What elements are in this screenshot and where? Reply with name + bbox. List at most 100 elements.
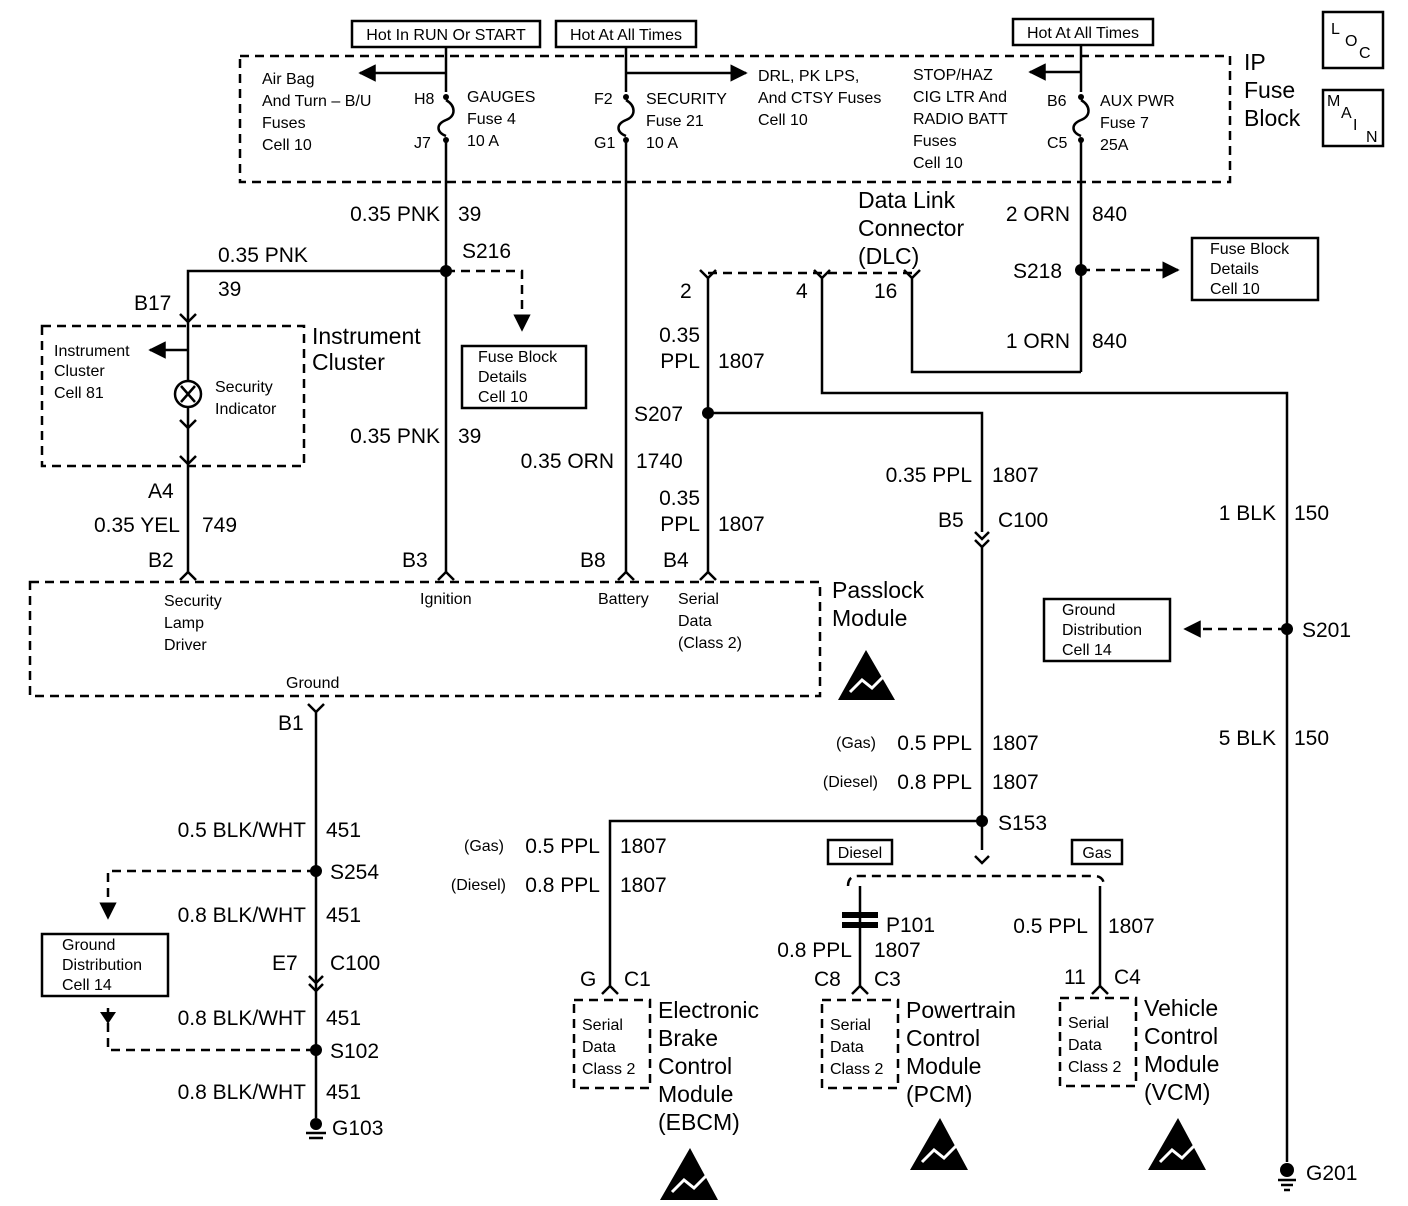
wire-label-gauge: 0.35 PNK [350, 203, 440, 226]
diagram-label: Module [1144, 1051, 1219, 1077]
diagram-label: 2 ORN [1006, 203, 1070, 226]
diagram-label: (PCM) [906, 1081, 972, 1107]
connector-p101: P101 [886, 914, 935, 937]
vcm-outline [1058, 996, 1138, 1088]
diagram-label: 150 [1294, 727, 1329, 750]
ip-fuse-block-outline [238, 54, 1232, 184]
splice-s102 [310, 1044, 322, 1056]
connector-c100-2: C100 [330, 952, 380, 975]
diagram-label: 0.8 BLK/WHT [178, 1007, 307, 1030]
diagram-label: STOP/HAZ [913, 67, 993, 84]
diagram-label: 5 BLK [1219, 727, 1276, 750]
diagram-label: 1 ORN [1006, 330, 1070, 353]
airbag-fuses-ref: Air Bag And Turn – B/U Fuses Cell 10 [262, 71, 371, 154]
ground-distribution-ref-2: Ground Distribution Cell 14 [40, 932, 170, 998]
diagram-label: 0.8 PPL [777, 939, 852, 962]
diagram-label: Gas [1082, 845, 1111, 862]
instrument-cluster-title: Instrument Cluster [312, 323, 421, 375]
diagram-label: S216 [462, 240, 511, 263]
diagram-label: Cell 81 [54, 385, 104, 402]
pcm-serial-label: Serial Data Class 2 [830, 1017, 883, 1078]
connector-p101-icon [842, 912, 878, 928]
diagram-label: (Diesel) [823, 774, 878, 791]
diagram-label: 10 A [646, 135, 678, 152]
diagram-label: 0.5 PPL [1013, 915, 1088, 938]
diagram-label: (Class 2) [678, 635, 742, 652]
diagram-label: Class 2 [830, 1061, 883, 1078]
diagram-label: GAUGES [467, 89, 535, 106]
diesel-variant-badge: Diesel [826, 838, 894, 866]
diagram-label: Hot At All Times [1027, 25, 1139, 42]
diagram-label: Control [658, 1053, 732, 1079]
diagram-label: And CTSY Fuses [758, 90, 881, 107]
diagram-label: Class 2 [1068, 1059, 1121, 1076]
diagram-label: Fuses [262, 115, 306, 132]
diagram-label: Brake [658, 1025, 718, 1051]
ebcm-outline [572, 998, 652, 1090]
diagram-label: Module [658, 1081, 733, 1107]
diagram-label: 0.35 PNK [350, 425, 440, 448]
main-badge: M A I N [1321, 88, 1385, 148]
diagram-label: 0.8 PPL [897, 771, 972, 794]
diagram-label: S254 [330, 861, 379, 884]
diagram-label: (DLC) [858, 243, 919, 269]
diagram-label: 10 A [467, 133, 499, 150]
pin-b4: B4 [663, 549, 689, 572]
pin-c8: C8 [814, 968, 841, 991]
security-indicator-label: Security Indicator [215, 379, 277, 418]
connector-c1: C1 [624, 968, 651, 991]
diagram-label: Connector [858, 215, 964, 241]
loc-badge: L O C [1321, 10, 1385, 70]
diagram-label: (Diesel) [451, 877, 506, 894]
diagram-label: Distribution [1062, 622, 1142, 639]
diagram-label: IP [1244, 49, 1266, 75]
diagram-label: 39 [458, 425, 481, 448]
diagram-label: Security [164, 593, 222, 610]
diagram-label: Powertrain [906, 997, 1016, 1023]
diagram-label: Serial [582, 1017, 623, 1034]
passlock-module-outline [28, 580, 822, 698]
diagram-label: Diesel [838, 845, 882, 862]
diagram-label: C [1359, 45, 1371, 62]
diagram-label: And Turn – B/U [262, 93, 371, 110]
diagram-label: Security [215, 379, 273, 396]
diagram-label: Cell 14 [62, 977, 112, 994]
vcm-serial-label: Serial Data Class 2 [1068, 1015, 1121, 1076]
diagram-label: Data [830, 1039, 864, 1056]
diagram-label: 0.35 PNK [218, 244, 308, 267]
diagram-label: (Gas) [836, 735, 876, 752]
diagram-label: Air Bag [262, 71, 314, 88]
diagram-label: I [1353, 117, 1357, 134]
pin-g: G [580, 968, 596, 991]
diagram-label: S153 [998, 812, 1047, 835]
diagram-label: G201 [1306, 1162, 1357, 1185]
ebcm-title: Electronic Brake Control Module (EBCM) [658, 997, 759, 1135]
diagram-label: Electronic [658, 997, 759, 1023]
connector-a4: A4 [148, 480, 174, 503]
diagram-label: 0.5 PPL [525, 835, 600, 858]
diagram-label: 25A [1100, 137, 1129, 154]
diagram-label: 451 [326, 904, 361, 927]
diagram-label: Ground [62, 937, 115, 954]
connector-c100: C100 [998, 509, 1048, 532]
security-fuse-symbol [617, 94, 635, 143]
diagram-label: Module [906, 1053, 981, 1079]
gauges-fuse-labels: H8 J7 GAUGES Fuse 4 10 A [414, 89, 535, 152]
diagram-label: 451 [326, 819, 361, 842]
diagram-label: O [1345, 33, 1357, 50]
esd-warning-icon [838, 650, 895, 700]
diagram-label: Fuse [1244, 77, 1295, 103]
dlc-pin-16: 16 [874, 280, 897, 303]
dlc-label: Data Link Connector (DLC) [858, 187, 964, 269]
diagram-label: 1807 [1108, 915, 1155, 938]
diagram-label: Indicator [215, 401, 277, 418]
diagram-label: M [1327, 93, 1340, 110]
connector-e7: E7 [272, 952, 298, 975]
diagram-label: DRL, PK LPS, [758, 68, 859, 85]
diagram-label: 0.35 PPL [886, 464, 972, 487]
pin-11: 11 [1064, 966, 1086, 989]
pin-b3: B3 [402, 549, 428, 572]
diagram-label: Fuses [913, 133, 957, 150]
diagram-label: PPL [660, 513, 700, 536]
diagram-label: 1807 [718, 350, 765, 373]
